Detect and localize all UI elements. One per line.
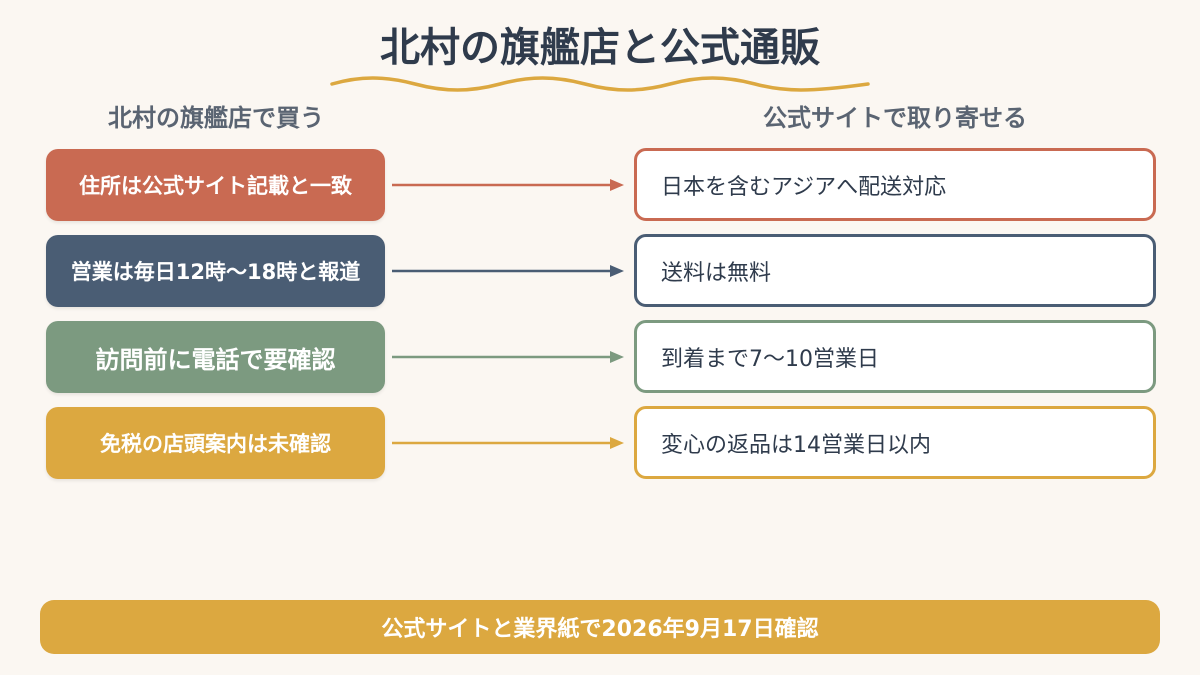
right-box-delivery-time: 到着まで7〜10営業日 [634,320,1156,393]
left-box-call-ahead: 訪問前に電話で要確認 [46,321,385,393]
left-box-address: 住所は公式サイト記載と一致 [46,149,385,221]
right-box-shipping-region: 日本を含むアジアへ配送対応 [634,148,1156,221]
left-box-tax-free: 免税の店頭案内は未確認 [46,407,385,479]
page-title: 北村の旗艦店と公式通販 [380,25,820,71]
right-box-returns: 変心の返品は14営業日以内 [634,406,1156,479]
arrow-row-4 [392,437,624,449]
right-box-shipping-fee: 送料は無料 [634,234,1156,307]
title-underline [330,76,870,92]
right-column-heading: 公式サイトで取り寄せる [763,104,1027,132]
arrow-row-2 [392,265,624,277]
arrow-row-1 [392,179,624,191]
footer-note: 公式サイトと業界紙で2026年9月17日確認 [40,600,1160,654]
left-column-heading: 北村の旗艦店で買う [108,104,324,132]
left-box-hours: 営業は毎日12時〜18時と報道 [46,235,385,307]
arrow-row-3 [392,351,624,363]
